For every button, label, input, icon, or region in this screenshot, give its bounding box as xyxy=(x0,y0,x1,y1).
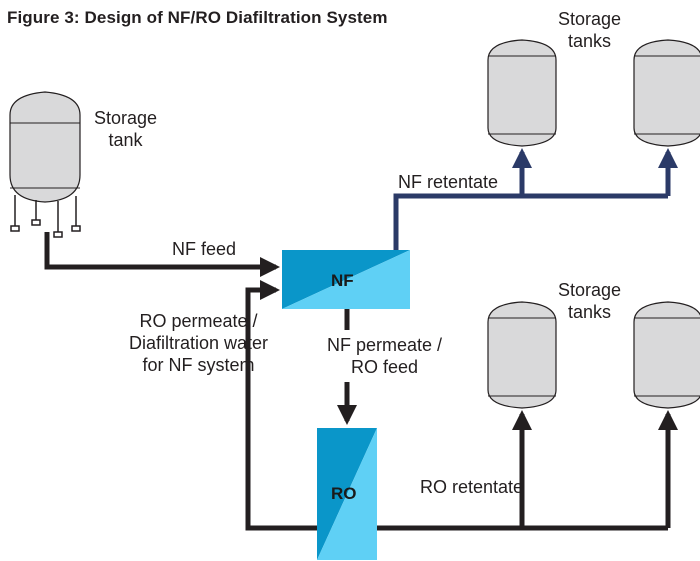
figure-title: Figure 3: Design of NF/RO Diafiltration … xyxy=(7,8,388,27)
ro-membrane-unit xyxy=(317,428,377,560)
storage-tank-ro-retentate-2 xyxy=(633,301,700,409)
nf-permeate-label: NF permeate / RO feed xyxy=(327,334,442,378)
nf-permeate-label-line1: NF permeate / xyxy=(327,335,443,355)
storage-tank-label-line1: Storage xyxy=(94,108,158,128)
storage-tanks-bottom-label: Storage tanks xyxy=(558,279,621,323)
nf-feed-pipe xyxy=(44,232,280,277)
storage-tanks-top-label-line1: Storage xyxy=(558,9,622,29)
storage-tank-ro-retentate-1 xyxy=(487,301,557,409)
nf-retentate-pipe xyxy=(393,193,668,250)
ro-retentate-label: RO retentate xyxy=(420,477,524,497)
storage-tanks-top-label: Storage tanks xyxy=(558,8,621,52)
nf-retentate-label: NF retentate xyxy=(398,172,499,192)
ro-permeate-label-line1: RO permeate / xyxy=(139,311,258,331)
nf-unit-label: NF xyxy=(331,271,354,290)
storage-tanks-bottom-label-line2: tanks xyxy=(568,302,612,322)
storage-tanks-top-label-line2: tanks xyxy=(568,31,612,51)
ro-permeate-recycle-pipe xyxy=(245,280,317,531)
ro-permeate-label-line2: Diafiltration water xyxy=(129,333,269,353)
storage-tank-label-line2: tank xyxy=(108,130,143,150)
nf-membrane-unit xyxy=(282,250,410,309)
storage-tank-retentate-1 xyxy=(487,39,557,147)
storage-tank-source xyxy=(9,91,81,238)
ro-permeate-label: RO permeate / Diafiltration water for NF… xyxy=(129,310,268,376)
ro-unit-label: RO xyxy=(331,484,357,503)
nf-permeate-label-line2: RO feed xyxy=(351,357,419,377)
storage-tank-label: Storage tank xyxy=(94,107,157,151)
storage-tank-retentate-2 xyxy=(633,39,700,147)
tank-legs xyxy=(10,195,81,238)
nf-feed-label: NF feed xyxy=(172,239,237,259)
ro-permeate-label-line3: for NF system xyxy=(142,355,255,375)
storage-tanks-bottom-label-line1: Storage xyxy=(558,280,622,300)
